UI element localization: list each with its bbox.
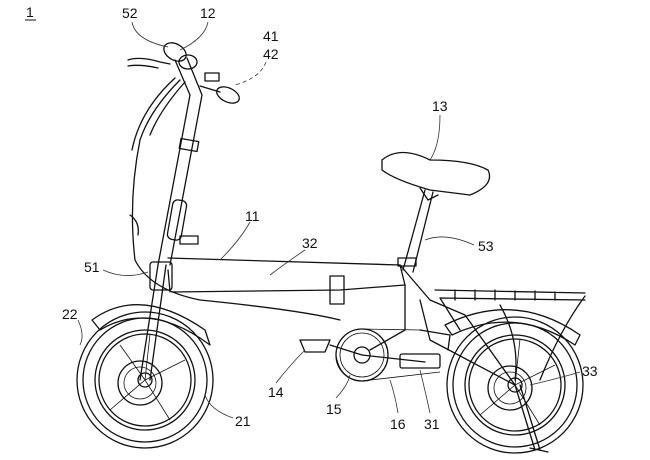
label-16: 16 xyxy=(390,416,406,432)
rear-fender xyxy=(444,309,581,346)
steering-column xyxy=(139,94,203,381)
cable-coil xyxy=(129,214,139,236)
reference-numerals: 52 12 41 42 13 11 32 53 51 22 14 15 16 3… xyxy=(62,5,598,432)
label-41: 41 xyxy=(263,28,279,44)
label-22: 22 xyxy=(62,306,78,322)
rear-wheel xyxy=(446,316,584,454)
figure-number: 1 xyxy=(26,4,34,20)
label-51: 51 xyxy=(84,259,100,275)
label-31: 31 xyxy=(424,416,440,432)
label-11: 11 xyxy=(245,208,260,224)
cable-bundle xyxy=(131,77,341,321)
label-42: 42 xyxy=(263,46,279,62)
front-fender xyxy=(91,304,211,346)
label-15: 15 xyxy=(326,401,342,417)
rear-cable xyxy=(499,304,517,381)
front-wheel xyxy=(76,311,214,449)
label-52: 52 xyxy=(122,5,138,21)
drivetrain xyxy=(299,328,451,382)
label-21: 21 xyxy=(235,413,251,429)
label-12: 12 xyxy=(200,5,216,21)
kickstand xyxy=(514,384,549,453)
label-53: 53 xyxy=(478,238,494,254)
handlebar xyxy=(127,42,240,104)
label-14: 14 xyxy=(268,384,284,400)
leader-lines xyxy=(77,21,581,419)
label-33: 33 xyxy=(582,363,598,379)
frame xyxy=(167,257,516,386)
label-13: 13 xyxy=(432,98,448,114)
seat-post-and-saddle xyxy=(381,151,491,273)
label-32: 32 xyxy=(302,235,318,251)
rear-rack xyxy=(434,289,586,381)
